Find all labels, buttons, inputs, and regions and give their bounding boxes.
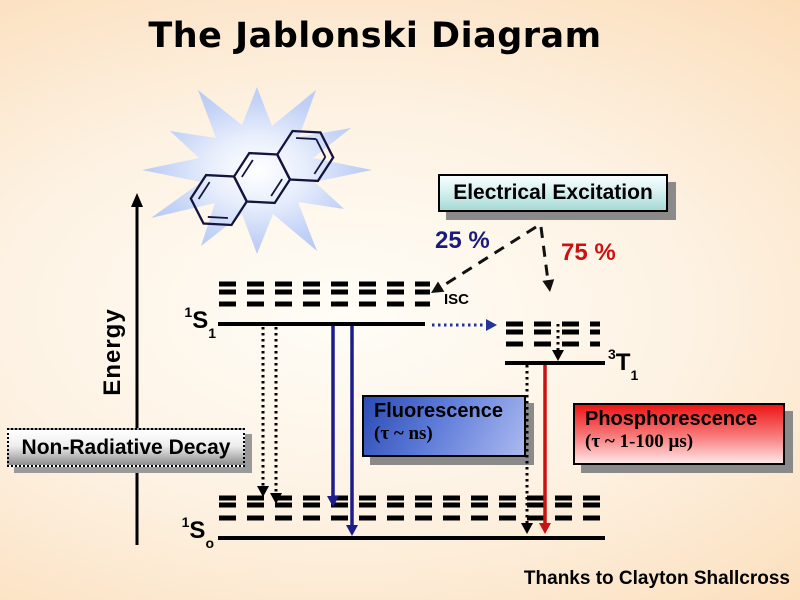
electrical-excitation-label: Electrical Excitation bbox=[453, 181, 653, 204]
non-radiative-arrows bbox=[261, 324, 560, 496]
isc-arrow bbox=[432, 319, 497, 331]
s1-symbol: S bbox=[192, 307, 209, 334]
fluorescence-lifetime: (τ ~ ns) bbox=[374, 423, 433, 444]
energy-axis-label: Energy bbox=[99, 308, 126, 396]
energy-level-lines bbox=[218, 322, 605, 540]
energy-axis bbox=[131, 193, 143, 545]
pct-25-label: 25 % bbox=[435, 227, 490, 254]
t1-subscript: 1 bbox=[630, 366, 639, 383]
electrical-excitation-box: Electrical Excitation bbox=[438, 174, 668, 212]
non-radiative-arrowheads bbox=[257, 350, 564, 504]
molecule-icon bbox=[189, 129, 335, 227]
s1-superscript: 1 bbox=[184, 304, 193, 320]
pct-75-label: 75 % bbox=[561, 239, 616, 266]
s0-superscript: 1 bbox=[181, 514, 190, 530]
phosphorescence-lifetime: (τ ~ 1-100 μs) bbox=[585, 431, 694, 452]
fluorescence-box: Fluorescence (τ ~ ns) bbox=[362, 395, 526, 457]
t1-superscript: 3 bbox=[608, 346, 616, 362]
t1-level-label: 3T1 bbox=[608, 346, 638, 383]
slide-title: The Jablonski Diagram bbox=[148, 16, 602, 56]
excitation-arrow-75 bbox=[539, 226, 555, 292]
non-radiative-decay-label: Non-Radiative Decay bbox=[21, 435, 231, 459]
fluorescence-title: Fluorescence bbox=[374, 400, 503, 422]
s0-level-label: 1So bbox=[166, 514, 214, 551]
s0-subscript: o bbox=[205, 534, 214, 551]
starburst-icon bbox=[142, 87, 372, 254]
isc-label: ISC bbox=[444, 291, 470, 308]
s0-symbol: S bbox=[189, 517, 206, 544]
phosphorescence-box: Phosphorescence (τ ~ 1-100 μs) bbox=[573, 403, 785, 465]
phosphorescence-arrow bbox=[539, 365, 551, 534]
phosphorescence-title: Phosphorescence bbox=[585, 408, 758, 430]
s1-level-label: 1S1 bbox=[168, 304, 216, 341]
t1-symbol: T bbox=[615, 349, 631, 376]
fluorescence-arrows bbox=[327, 326, 358, 536]
excitation-arrow-25 bbox=[431, 225, 537, 293]
credit-text: Thanks to Clayton Shallcross bbox=[523, 568, 790, 589]
non-radiative-decay-box: Non-Radiative Decay bbox=[7, 428, 245, 467]
s1-subscript: 1 bbox=[208, 324, 216, 341]
vibrational-levels bbox=[219, 281, 600, 521]
